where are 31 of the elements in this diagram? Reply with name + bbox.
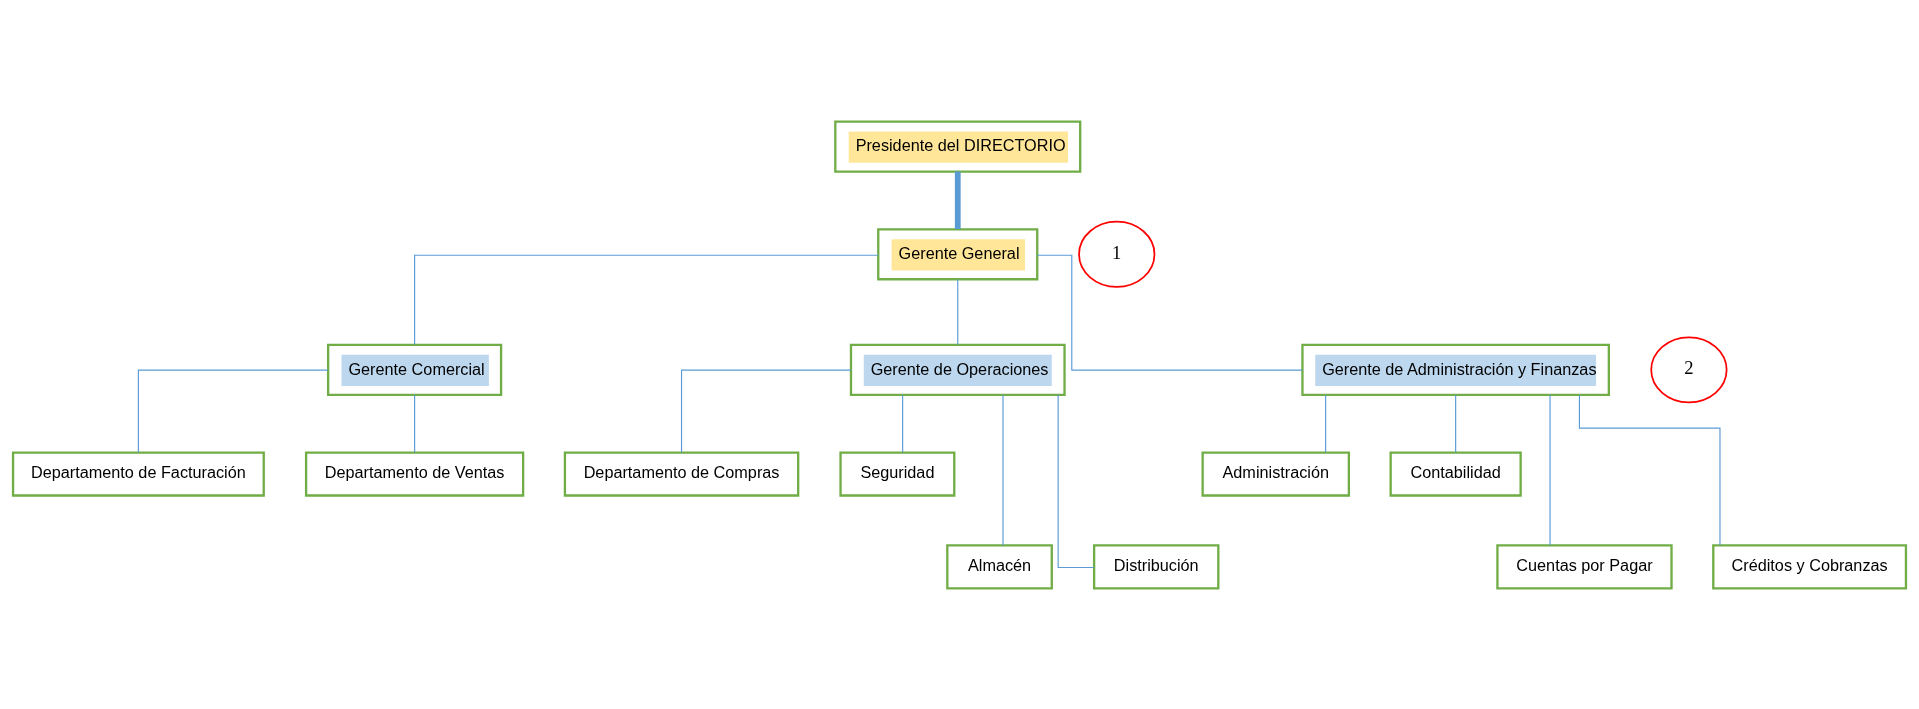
connector (1578, 393, 1721, 546)
node-box: Distribución (1092, 543, 1220, 589)
connector (137, 369, 329, 453)
node-box: Departamento de Ventas (304, 450, 525, 497)
node-box: Presidente del DIRECTORIO (834, 120, 1082, 173)
connector (414, 254, 879, 345)
connector (957, 278, 959, 345)
connector (680, 369, 852, 453)
connector (1002, 393, 1004, 546)
connector (1549, 393, 1551, 546)
node-box: Gerente de Operaciones (849, 343, 1066, 396)
connector (954, 171, 961, 229)
connector (1325, 394, 1327, 453)
node-box: Administración (1201, 450, 1351, 497)
node-box: Gerente General (877, 227, 1039, 280)
node-box: Seguridad (839, 450, 956, 497)
node-box: Almacén (946, 543, 1053, 589)
node-box: Gerente de Administración y Finanzas (1301, 343, 1610, 396)
connector (1455, 394, 1457, 453)
node-box: Créditos y Cobranzas (1712, 543, 1908, 589)
connector (1036, 254, 1303, 371)
node-ellipse: 2 (1650, 335, 1728, 403)
connector (414, 394, 416, 453)
node-box: Gerente Comercial (326, 343, 503, 396)
node-ellipse: 1 (1078, 220, 1156, 288)
node-box: Contabilidad (1389, 450, 1522, 497)
node-box: Departamento de Compras (563, 450, 800, 497)
connector (1057, 393, 1095, 568)
connector (902, 394, 904, 453)
node-box: Departamento de Facturación (11, 450, 265, 497)
node-box: Cuentas por Pagar (1496, 543, 1673, 589)
